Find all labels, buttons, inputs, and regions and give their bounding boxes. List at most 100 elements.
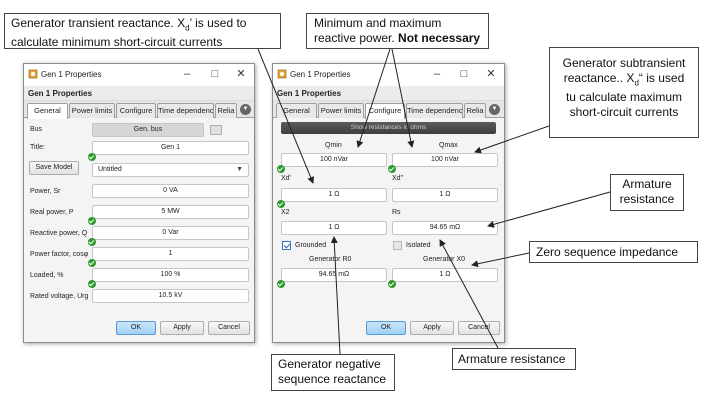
callout-text: calculate minimum short-circuit currents <box>11 35 223 50</box>
model-select[interactable]: Untitled ▼ <box>92 163 249 177</box>
callout-line: reactance.. Xd“ is used <box>554 71 694 90</box>
bus-label: Bus <box>30 126 43 133</box>
tab-overflow-icon[interactable]: ▼ <box>240 104 251 115</box>
window-titlebar[interactable]: Gen 1 Properties – □ ✕ <box>24 64 254 86</box>
cancel-button[interactable]: Cancel <box>208 321 250 335</box>
isolated-label: Isolated <box>406 242 431 249</box>
qmin-input[interactable]: 100 nVar <box>281 153 387 167</box>
callout-subtransient-reactance: Generator subtransient reactance.. Xd“ i… <box>549 47 699 138</box>
callout-text: tu calculate maximum <box>565 90 683 105</box>
valid-check-icon <box>88 153 96 161</box>
title-input[interactable]: Gen 1 <box>92 141 249 155</box>
callout-text: reactive power. <box>314 31 399 45</box>
valid-check-icon <box>388 165 396 173</box>
model-select-value: Untitled <box>98 166 122 173</box>
close-icon[interactable]: ✕ <box>236 68 246 80</box>
save-model-button[interactable]: Save Model <box>29 161 79 175</box>
callout-text: short-circuit currents <box>569 105 679 120</box>
window-header: Gen 1 Properties <box>24 86 254 101</box>
callout-line: reactive power. Not necessary <box>314 31 481 46</box>
apply-button[interactable]: Apply <box>410 321 454 335</box>
minimize-icon[interactable]: – <box>183 68 191 80</box>
callout-transient-reactance: Generator transient reactance. Xd’ is us… <box>4 13 281 49</box>
cancel-button[interactable]: Cancel <box>458 321 500 335</box>
callout-armature-resistance-bottom: Armature resistance <box>452 348 576 370</box>
title-label: Title: <box>30 144 45 151</box>
rated-voltage-input[interactable]: 10.5 kV <box>92 289 249 303</box>
app-icon <box>277 69 287 79</box>
tab-power-limits[interactable]: Power limits <box>69 103 115 118</box>
real-power-label: Real power, P <box>30 209 74 216</box>
window-title: Gen 1 Properties <box>290 70 351 79</box>
callout-text: Zero sequence impedance <box>536 245 679 259</box>
apply-button[interactable]: Apply <box>160 321 204 335</box>
tab-relia[interactable]: Relia <box>464 103 486 118</box>
x2-input[interactable]: 1 Ω <box>281 221 387 235</box>
callout-line: Generator transient reactance. Xd’ is us… <box>11 16 274 35</box>
maximize-icon[interactable]: □ <box>460 68 468 80</box>
callout-text: ’ is used to <box>189 16 247 30</box>
tab-time-dependency[interactable]: Time dependency <box>157 103 214 118</box>
maximize-icon[interactable]: □ <box>211 68 219 80</box>
loaded-label: Loaded, % <box>30 272 64 279</box>
callout-negative-sequence-reactance: Generator negative sequence reactance <box>271 354 395 391</box>
grounded-label: Grounded <box>295 242 327 249</box>
close-icon[interactable]: ✕ <box>486 68 496 80</box>
reactive-power-input[interactable]: 0 Var <box>92 226 249 240</box>
callout-text: reactance.. X <box>563 71 635 85</box>
power-sr-label: Power, Sr <box>30 188 61 195</box>
rs-label: Rs <box>392 209 401 216</box>
loaded-input[interactable]: 100 % <box>92 268 249 282</box>
window-titlebar[interactable]: Gen 1 Properties – □ ✕ <box>273 64 504 86</box>
tab-power-limits[interactable]: Power limits <box>318 103 364 118</box>
x2-label: X2 <box>281 209 290 216</box>
tab-configure[interactable]: Configure <box>365 103 405 119</box>
power-sr-input[interactable]: 0 VA <box>92 184 249 198</box>
tab-relia[interactable]: Relia <box>215 103 237 118</box>
rated-voltage-label: Rated voltage, Urg <box>30 293 89 300</box>
valid-check-icon <box>88 238 96 246</box>
power-factor-label: Power factor, cosφ <box>30 251 89 258</box>
callout-text: resistance <box>619 192 675 206</box>
valid-check-icon <box>88 259 96 267</box>
ok-button[interactable]: OK <box>116 321 156 335</box>
arrow-armature-top <box>487 191 611 228</box>
tab-general[interactable]: General <box>27 103 68 119</box>
power-factor-input[interactable]: 1 <box>92 247 249 261</box>
callout-bold-text: Not necessary <box>398 31 481 45</box>
tab-bar: General Power limits Configure Time depe… <box>273 101 504 119</box>
generator-x0-input[interactable]: 1 Ω <box>392 268 498 282</box>
grounded-checkbox[interactable] <box>282 241 291 250</box>
chevron-down-icon: ▼ <box>236 166 243 173</box>
callout-text: Armature <box>622 177 672 191</box>
bus-checkbox[interactable] <box>210 125 222 135</box>
xd-transient-input[interactable]: 1 Ω <box>281 188 387 202</box>
isolated-checkbox[interactable] <box>393 241 402 250</box>
tab-time-dependency[interactable]: Time dependency <box>406 103 463 118</box>
bus-field[interactable]: Gen. bus <box>92 123 204 137</box>
valid-check-icon <box>277 280 285 288</box>
generator-r0-input[interactable]: 94.65 mΩ <box>281 268 387 282</box>
qmax-input[interactable]: 100 nVar <box>392 153 498 167</box>
callout-text: Generator transient reactance. X <box>11 16 186 30</box>
show-resistances-toggle[interactable]: Show resistances in ohms <box>281 122 496 134</box>
callout-zero-sequence-impedance: Zero sequence impedance <box>529 241 698 263</box>
callout-min-max-reactive-power: Minimum and maximum reactive power. Not … <box>306 13 489 49</box>
window-title: Gen 1 Properties <box>41 70 102 79</box>
callout-subscript: d <box>634 78 639 88</box>
callout-text: Generator subtransient <box>562 56 686 70</box>
tab-configure[interactable]: Configure <box>116 103 156 118</box>
callout-text: Generator negative <box>278 357 381 371</box>
gen1-properties-window-general: Gen 1 Properties – □ ✕ Gen 1 Properties … <box>23 63 255 343</box>
real-power-input[interactable]: 5 MW <box>92 205 249 219</box>
xd-subtransient-input[interactable]: 1 Ω <box>392 188 498 202</box>
generator-x0-label: Generator X0 <box>423 256 466 263</box>
qmin-label: Qmin <box>325 142 342 149</box>
valid-check-icon <box>277 165 285 173</box>
ok-button[interactable]: OK <box>366 321 406 335</box>
tab-general[interactable]: General <box>276 103 317 118</box>
rs-input[interactable]: 94.65 mΩ <box>392 221 498 235</box>
minimize-icon[interactable]: – <box>433 68 441 80</box>
tab-overflow-icon[interactable]: ▼ <box>489 104 500 115</box>
callout-text: Minimum and maximum <box>314 16 442 30</box>
